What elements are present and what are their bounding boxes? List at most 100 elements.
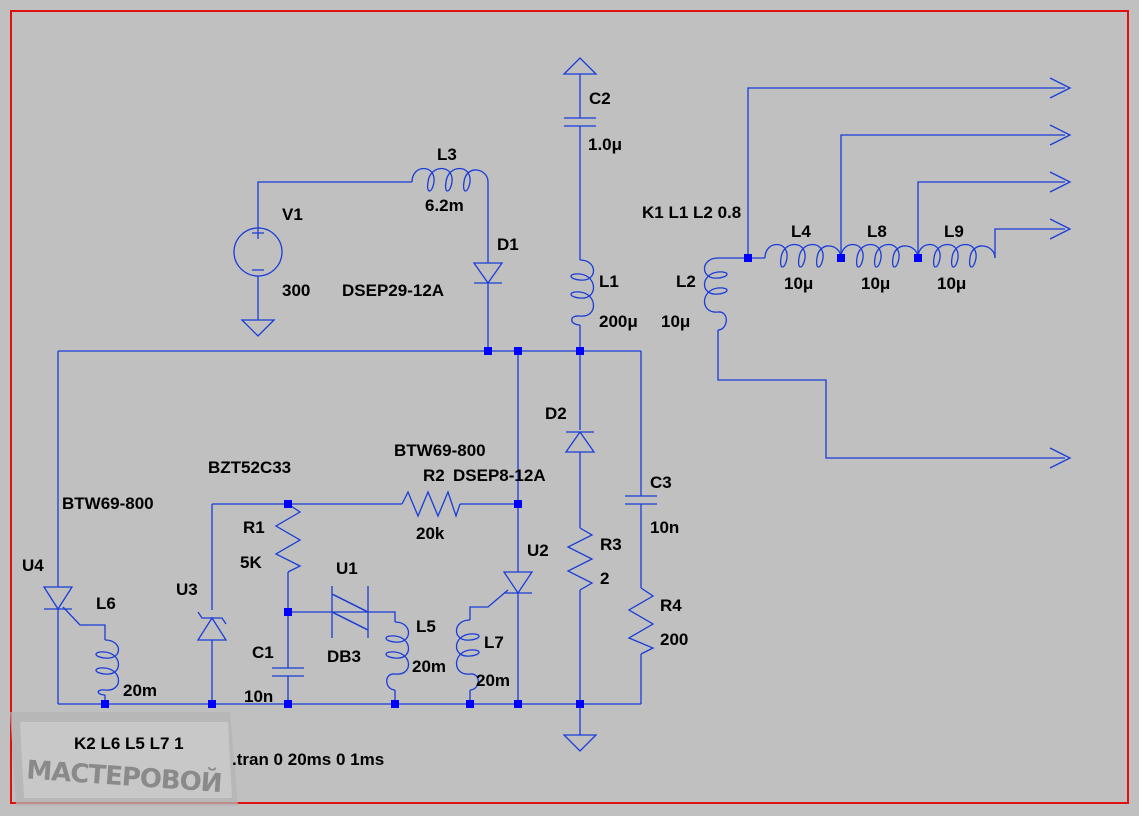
label-l2: L2 [676,272,696,291]
label-l9-value: 10μ [937,274,966,293]
wire-l8-tap [840,134,1065,258]
label-d1-model: DSEP29-12A [342,281,444,300]
output-arrow-1 [1049,77,1072,99]
label-l2-value: 10μ [661,312,690,331]
u4-thyristor [42,586,74,611]
label-c1: C1 [252,643,274,662]
label-k2: K2 L6 L5 L7 1 [74,734,184,753]
junction-dot [466,700,474,708]
l1-inductor [570,259,595,326]
label-r4-value: 200 [660,630,688,649]
l8-inductor [840,243,919,268]
r1-resistor [274,503,302,573]
label-d2-model: DSEP8-12A [453,466,546,485]
d1-diode [472,262,504,285]
ground-c2-top [562,57,598,75]
label-u2-model: BTW69-800 [394,441,486,460]
junction-dot [284,608,292,616]
label-r3-value: 2 [600,569,609,588]
wire-v1-l3 [257,181,412,228]
label-u1-model: DB3 [327,647,361,666]
junction-dot [284,700,292,708]
junction-dot [284,500,292,508]
l7-inductor [455,619,480,691]
label-c2-value: 1.0μ [588,135,622,154]
label-u2: U2 [527,541,549,560]
label-v1: V1 [282,205,303,224]
wire-l9-tap [917,181,1065,258]
label-r1-value: 5K [240,553,262,572]
r2-resistor [401,490,461,519]
label-l4-value: 10μ [784,274,813,293]
junction-dot [514,700,522,708]
label-u4-model: BTW69-800 [62,494,154,513]
label-c2: C2 [589,89,611,108]
l5-inductor [385,621,410,691]
junction-dot [391,700,399,708]
label-l7: L7 [484,633,504,652]
junction-dot [744,254,752,262]
label-r1: R1 [243,518,265,537]
labels: V1 300 L3 6.2m D1 DSEP29-12A C2 1.0μ L1 … [22,89,966,769]
watermark-logo: МАСТЕРОВОЙ [10,712,238,806]
label-d1: D1 [497,235,519,254]
l3-inductor [411,167,489,192]
output-arrow-3 [1049,171,1072,193]
output-arrow-2 [1049,124,1072,146]
label-r2-value: 20k [416,524,445,543]
label-l5-value: 20m [412,657,446,676]
label-l1: L1 [599,272,619,291]
label-k1: K1 L1 L2 0.8 [642,203,741,222]
l6-inductor [95,639,120,696]
label-u3-model: BZT52C33 [208,458,291,477]
junction-dot [514,500,522,508]
label-l3-value: 6.2m [425,196,464,215]
ground-bottom [562,734,598,752]
u1-diac [331,586,369,638]
wire-db3-l5 [368,611,396,622]
junction-dot [576,347,584,355]
ground-v1 [240,319,276,337]
r4-resistor [627,587,655,655]
l4-inductor [764,243,842,268]
junction-dot [837,254,845,262]
d2-diode [564,430,596,453]
v1-source [233,227,283,277]
u1-diac-inner [333,594,367,630]
label-tran: .tran 0 20ms 0 1ms [232,750,384,769]
wire-u4-gate [62,606,106,640]
label-v1-value: 300 [282,281,310,300]
junction-dot [514,347,522,355]
c1-capacitor [272,667,304,677]
label-r4: R4 [660,596,682,615]
label-l4: L4 [791,222,811,241]
l2-inductor [703,257,728,331]
wires [57,74,1065,735]
label-c3-value: 10n [650,518,679,537]
junction-dots [101,254,922,708]
label-l6: L6 [96,594,116,613]
c2-capacitor [564,117,596,127]
ground-symbols [240,57,1072,752]
junction-dot [484,347,492,355]
output-arrow-4 [1049,218,1072,240]
schematic-frame [10,10,1129,804]
label-l5: L5 [416,617,436,636]
l9-inductor [917,243,996,268]
label-r2: R2 [423,466,445,485]
label-l8: L8 [867,222,887,241]
wire-l2-top [718,87,1065,259]
label-d2: D2 [545,404,567,423]
label-u1: U1 [336,559,358,578]
r3-resistor [566,527,594,591]
junction-dot [576,700,584,708]
junction-dot [914,254,922,262]
label-u3: U3 [176,580,198,599]
junction-dot [208,700,216,708]
components [42,117,996,696]
label-l6-value: 20m [123,681,157,700]
label-c3: C3 [650,473,672,492]
